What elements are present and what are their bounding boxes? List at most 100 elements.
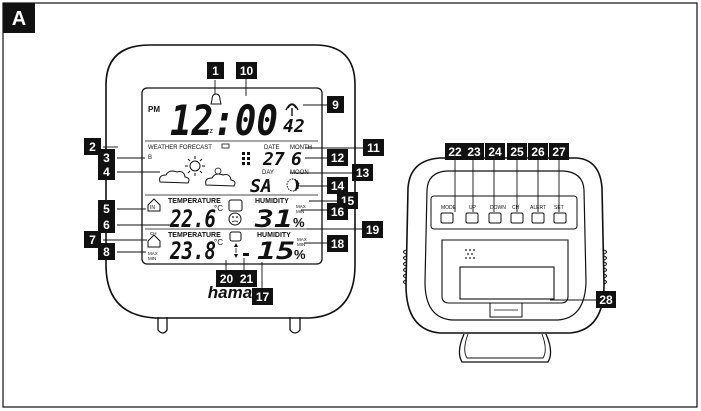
callout-24: 24 (485, 143, 505, 160)
svg-text:3: 3 (103, 151, 110, 165)
svg-text:14: 14 (331, 179, 345, 193)
outdoor-min-label-right: MIN (297, 242, 305, 247)
snooze-indicator: zz (206, 128, 214, 135)
indoor-max-label: MAX (296, 204, 306, 209)
front-leg-left (157, 317, 168, 334)
svg-text:13: 13 (356, 166, 370, 180)
indoor-house-icon (147, 198, 161, 212)
right-grip-ribs (603, 249, 607, 285)
calendar-dots-icon (242, 152, 250, 165)
svg-text:10: 10 (240, 64, 254, 78)
up-button[interactable] (465, 212, 479, 224)
sun-icon (185, 156, 205, 176)
lcd-panel (141, 87, 323, 265)
svg-text:7: 7 (89, 233, 96, 247)
callout-16: 16 (327, 203, 348, 220)
svg-text:4: 4 (103, 165, 110, 179)
channel-b-indicator: B (148, 155, 152, 161)
radio-signal-icon (285, 103, 299, 116)
brand-logo: hama (208, 283, 252, 302)
down-button-label: DOWN (490, 205, 506, 211)
svg-text:2: 2 (89, 140, 96, 154)
outdoor-humidity-value: 15 (257, 237, 295, 265)
day-value: SA (250, 176, 272, 197)
svg-text:22: 22 (448, 145, 462, 159)
svg-text:21: 21 (240, 272, 254, 286)
front-leg-right (289, 317, 301, 334)
outdoor-temperature-value: 23.8 (169, 237, 216, 265)
svg-text:24: 24 (488, 145, 502, 159)
svg-text:1: 1 (212, 64, 219, 78)
outdoor-temp-unit: °C (214, 238, 223, 247)
moon-phase-icon (286, 178, 300, 192)
mode-button[interactable] (440, 212, 454, 224)
svg-text:27: 27 (552, 145, 566, 159)
outdoor-humidity-label: HUMIDITY (257, 232, 291, 239)
callout-14: 14 (327, 177, 348, 194)
callout-26: 26 (528, 143, 548, 160)
callout-20: 20 (216, 270, 237, 287)
indoor-humidity-label: HUMIDITY (255, 198, 289, 205)
svg-text:5: 5 (103, 202, 110, 216)
callout-10: 10 (236, 62, 257, 79)
callout-5: 5 (98, 200, 115, 217)
svg-text:23: 23 (467, 145, 481, 159)
callout-6: 6 (98, 216, 115, 233)
back-device: MODE UP DOWN CH ALERT SET (403, 157, 607, 363)
callout-17: 17 (252, 288, 273, 305)
outdoor-temperature-label: TEMPERATURE (168, 232, 221, 239)
ch-button[interactable] (510, 212, 524, 224)
indoor-temperature-label: TEMPERATURE (168, 198, 221, 205)
callout-27: 27 (549, 143, 569, 160)
svg-text:18: 18 (331, 237, 345, 251)
outdoor-indicator-box (229, 231, 242, 242)
date-value: 27 (262, 149, 285, 170)
indoor-label: IN (150, 205, 155, 211)
svg-text:20: 20 (220, 272, 234, 286)
set-button[interactable] (553, 212, 567, 224)
pm-indicator: PM (148, 105, 160, 114)
day-label: DAY (262, 170, 274, 176)
callout-1: 1 (207, 62, 224, 79)
down-button[interactable] (488, 212, 502, 224)
outdoor-channel-label: CH (150, 231, 157, 236)
callout-23: 23 (464, 143, 484, 160)
svg-text:26: 26 (531, 145, 545, 159)
outdoor-max-label-left: MAX (148, 251, 158, 256)
callout-8: 8 (98, 243, 115, 260)
left-grip-ribs (403, 249, 407, 285)
button-panel (430, 195, 578, 230)
callout-4: 4 (98, 163, 115, 180)
figure-label-box (3, 3, 35, 33)
indoor-temp-unit: °C (214, 204, 223, 213)
svg-text:12: 12 (331, 151, 345, 165)
speaker-holes-icon (465, 249, 475, 259)
time-display: 12:00 (170, 96, 278, 145)
callout-9: 9 (327, 96, 344, 113)
seconds-display: 42 (283, 116, 305, 137)
back-stand (458, 333, 552, 363)
callout-28: 28 (596, 291, 616, 308)
svg-text:16: 16 (331, 205, 345, 219)
date-label: DATE (264, 145, 280, 151)
month-label: MONTH (290, 145, 312, 151)
alert-button[interactable] (531, 212, 545, 224)
svg-text:17: 17 (256, 290, 270, 304)
sun-cloud-icon (205, 167, 236, 187)
callout-25: 25 (507, 143, 527, 160)
callout-21: 21 (236, 270, 257, 287)
trend-arrow-icon (234, 243, 238, 258)
indoor-humidity-percent: % (293, 215, 305, 230)
outdoor-max-label-right: MAX (297, 237, 307, 242)
cloud-left-icon (159, 170, 190, 184)
leader-lines (103, 78, 596, 301)
month-value: 6 (291, 149, 302, 170)
alarm-bell-icon (210, 93, 222, 105)
outdoor-min-label-left: MIN (148, 256, 156, 261)
callout-12: 12 (327, 149, 348, 166)
callout-11: 11 (363, 139, 384, 156)
svg-text:19: 19 (366, 223, 380, 237)
svg-text:28: 28 (599, 293, 613, 307)
